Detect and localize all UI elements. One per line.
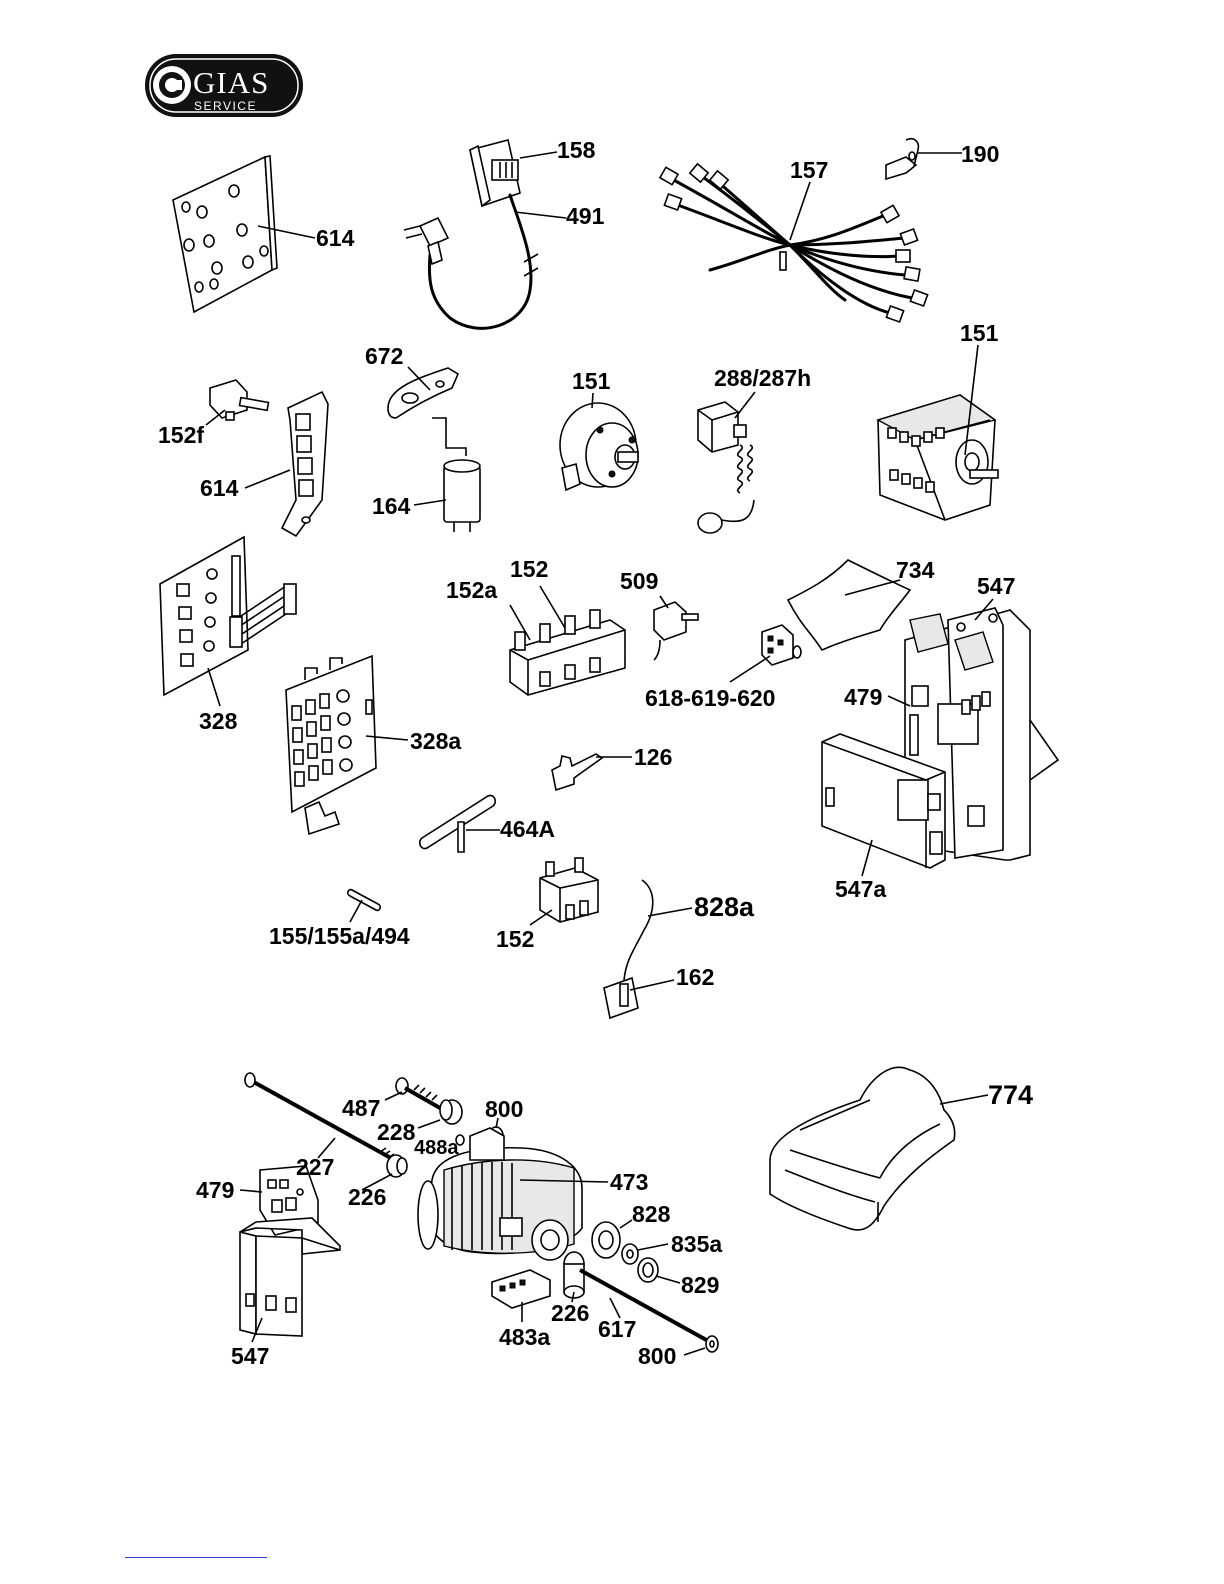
part-734-film	[788, 560, 910, 650]
part-158-491-mains-cable	[404, 140, 538, 328]
label-158: 158	[557, 137, 596, 163]
part-226-bushing-left	[387, 1155, 407, 1177]
part-614-panel	[173, 156, 277, 312]
part-835a-washer	[622, 1244, 638, 1264]
label-226-left: 226	[348, 1184, 386, 1210]
label-227: 227	[296, 1154, 334, 1180]
part-464A-key	[420, 795, 496, 852]
label-547a: 547a	[835, 876, 886, 902]
part-618-619-620-switch	[762, 625, 801, 665]
label-828: 828	[632, 1201, 671, 1227]
part-672-bracket	[388, 368, 458, 418]
part-828-bearing	[592, 1222, 620, 1258]
label-491: 491	[566, 203, 605, 229]
label-483a: 483a	[499, 1324, 550, 1350]
part-487-bolt	[396, 1078, 440, 1108]
footer-rule	[125, 1557, 267, 1558]
part-190-clip	[886, 139, 918, 179]
label-487: 487	[342, 1095, 380, 1121]
part-328-keypad-board	[160, 537, 296, 695]
label-617: 617	[598, 1316, 636, 1342]
part-157-wiring-harness	[660, 164, 928, 322]
label-479-top: 479	[844, 684, 882, 710]
label-614-strip: 614	[200, 475, 239, 501]
label-672: 672	[365, 343, 403, 369]
gias-service-logo: GIAS SERVICE	[145, 54, 303, 117]
part-774-cover	[770, 1067, 955, 1230]
part-126-lever	[552, 754, 602, 790]
label-151-right: 151	[960, 320, 999, 346]
label-828a: 828a	[694, 892, 755, 922]
label-190: 190	[961, 141, 999, 167]
label-547-top: 547	[977, 573, 1015, 599]
label-151-mid: 151	[572, 368, 611, 394]
part-547-holder-bottom	[240, 1218, 340, 1336]
label-800-bottom: 800	[638, 1343, 676, 1369]
label-829: 829	[681, 1272, 719, 1298]
label-288-287h: 288/287h	[714, 365, 811, 391]
label-614-panel: 614	[316, 225, 355, 251]
label-152-top: 152	[510, 556, 548, 582]
label-226-right: 226	[551, 1300, 589, 1326]
part-829-ring	[638, 1258, 658, 1282]
label-152-bottom: 152	[496, 926, 534, 952]
label-800-top: 800	[485, 1096, 523, 1122]
part-152-terminal-block	[510, 610, 625, 695]
label-464A: 464A	[500, 816, 555, 842]
part-509-switch	[654, 602, 698, 660]
label-164: 164	[372, 493, 411, 519]
label-734: 734	[896, 557, 935, 583]
part-164-capacitor	[432, 418, 480, 532]
logo-tagline: SERVICE	[194, 99, 257, 113]
part-151-programmer-right	[878, 395, 998, 520]
label-835a: 835a	[671, 1231, 722, 1257]
label-488a: 488a	[414, 1137, 459, 1159]
label-162: 162	[676, 964, 714, 990]
label-157: 157	[790, 157, 828, 183]
part-155-155a-494-pin	[348, 890, 380, 911]
logo-name: GIAS	[193, 65, 269, 100]
part-151-programmer-mid	[560, 403, 638, 490]
part-328a-keypad-frame	[286, 656, 376, 834]
part-226-bushing-right	[564, 1252, 584, 1298]
part-614-switch-strip	[282, 392, 328, 536]
label-509: 509	[620, 568, 658, 594]
label-328a: 328a	[410, 728, 461, 754]
label-618-619-620: 618-619-620	[645, 685, 775, 711]
part-828a-162-sensor	[604, 880, 653, 1018]
label-228: 228	[377, 1119, 416, 1145]
label-479-bottom: 479	[196, 1177, 234, 1203]
label-774: 774	[988, 1080, 1033, 1110]
label-547-bottom: 547	[231, 1343, 269, 1369]
part-800-nut-bottom	[706, 1336, 718, 1352]
label-126: 126	[634, 744, 672, 770]
label-152a: 152a	[446, 577, 497, 603]
label-328: 328	[199, 708, 238, 734]
part-228-bushing	[440, 1100, 462, 1124]
label-152f: 152f	[158, 422, 204, 448]
part-483a-connector	[492, 1270, 550, 1308]
label-155-155a-494: 155/155a/494	[269, 923, 410, 949]
part-288-287h-thermostat	[698, 402, 754, 533]
label-473: 473	[610, 1169, 648, 1195]
